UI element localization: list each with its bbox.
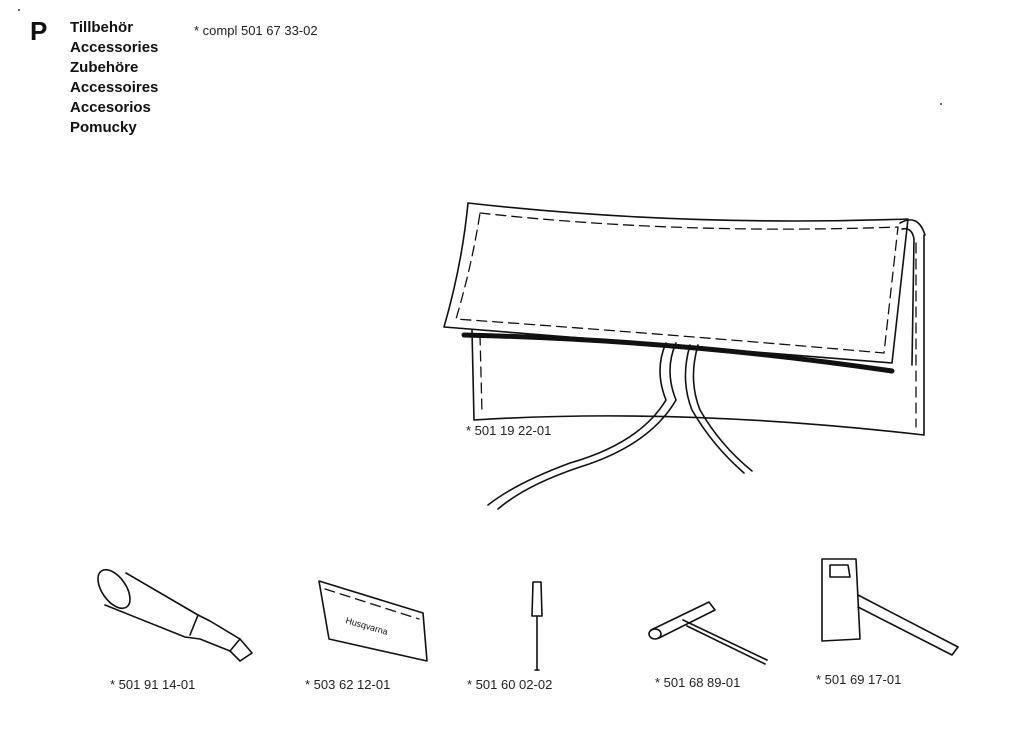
bag-cord [487,342,667,506]
section-letter: P [30,16,47,46]
title-spanish: Accesorios [70,99,151,116]
label-strip-part-number: * 503 62 12-01 [305,677,391,692]
title-english: Accessories [70,39,159,56]
screwdriver-illustration [531,581,543,671]
bag-back-pocket [471,234,925,436]
combination-wrench-illustration [821,558,959,656]
bag-cord [684,344,745,474]
bag-fold [899,219,926,236]
screwdriver-part-number: * 501 60 02-02 [467,677,553,692]
tool-bag-illustration [443,202,926,510]
tool-bag-part-number: * 501 19 22-01 [466,423,552,438]
spark-plug-tool-illustration [97,568,253,662]
combination-wrench-part-number: * 501 69 17-01 [816,672,902,687]
t-wrench-part-number: * 501 68 89-01 [655,675,741,690]
bag-flap-shadow [461,332,895,374]
title-french: Accessoires [70,79,159,96]
title-swedish: Tillbehör [70,19,134,36]
title-german: Zubehöre [70,59,139,76]
complete-kit-part-number: * compl 501 67 33-02 [194,23,318,38]
title-list: Tillbehör Accessories Zubehöre Accessoir… [70,18,158,138]
scan-speck [18,9,20,11]
title-czech: Pomucky [70,119,137,136]
spark-plug-tool-part-number: * 501 91 14-01 [110,677,196,692]
label-strip-brand: Husqvarna [344,615,389,637]
scan-speck [940,103,942,105]
t-wrench-illustration [648,601,768,665]
bag-flap [443,202,909,364]
label-strip-illustration: Husqvarna [318,580,428,662]
